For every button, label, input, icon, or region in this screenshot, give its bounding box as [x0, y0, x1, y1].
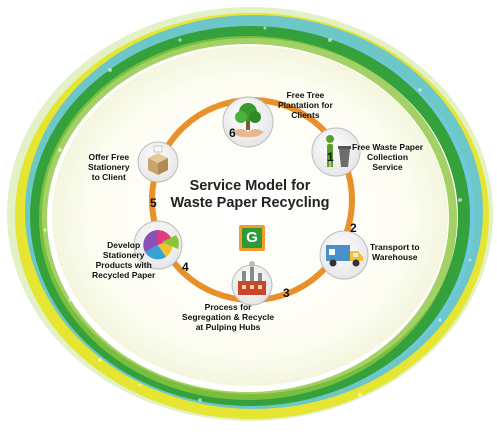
step-6-label: Free Tree Plantation for Clients — [278, 90, 333, 120]
step-1-number: 1 — [327, 150, 334, 164]
step-4-label: Develop Stationery Products with Recycle… — [92, 240, 156, 280]
step-6-number: 6 — [229, 126, 236, 140]
step-5-number: 5 — [150, 196, 157, 210]
truck-icon — [319, 230, 369, 280]
diagram-title-line-2: Waste Paper Recycling — [170, 195, 330, 211]
tree-in-hands-icon — [222, 96, 274, 148]
g-logo — [239, 225, 265, 251]
g-logo-letter: G — [246, 229, 258, 246]
step-2-number: 2 — [350, 221, 357, 235]
step-5-label: Offer Free Stationery to Client — [88, 152, 130, 182]
decorative-rings — [7, 7, 493, 421]
diagram-title: Service Model for Waste Paper Recycling — [160, 178, 340, 212]
dustbin-person-icon — [311, 127, 361, 177]
diagram-title-line-1: Service Model for — [189, 178, 311, 194]
step-3-label: Process for Segregation & Recycle at Pul… — [182, 302, 275, 332]
step-1-label: Free Waste Paper Collection Service — [352, 142, 424, 172]
factory-icon — [231, 261, 273, 306]
step-4-number: 4 — [182, 260, 189, 274]
step-3-number: 3 — [283, 286, 290, 300]
step-2-label: Transport to Warehouse — [370, 242, 420, 262]
box-icon — [137, 141, 179, 183]
pie-chart-icon — [133, 220, 183, 270]
